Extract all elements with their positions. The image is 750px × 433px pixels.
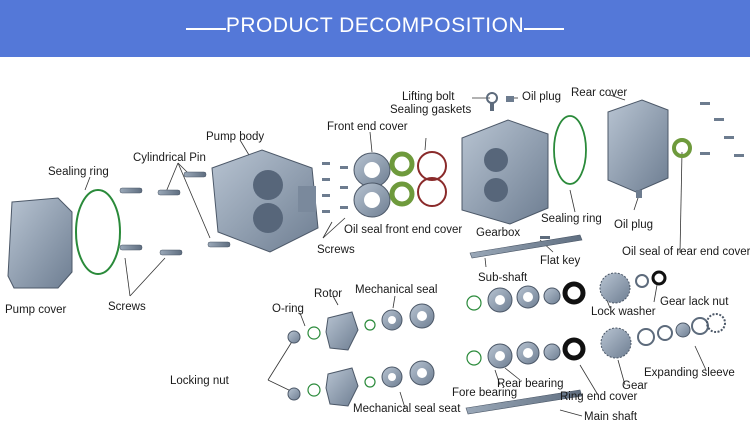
label-sub-shaft: Sub-shaft (478, 272, 528, 284)
label-o-ring: O-ring (272, 303, 304, 315)
label-gearbox: Gearbox (476, 227, 521, 239)
label-oil-seal-front-end-cover: Oil seal front end cover (344, 224, 463, 236)
lower-assembly (466, 313, 726, 369)
label-gear-lack-nut: Gear lack nut (660, 296, 729, 308)
label-gear: Gear (622, 380, 648, 392)
exploded-diagram (7, 92, 744, 417)
sealing-gaskets-part (417, 151, 447, 207)
label-oil-seal-rear-end-cover: Oil seal of rear end cover (622, 246, 750, 258)
label-cylindrical-pin: Cylindrical Pin (133, 152, 206, 164)
label-lock-washer: Lock washer (591, 306, 656, 318)
label-sealing-ring-left: Sealing ring (48, 166, 109, 178)
rear-cover-part (607, 99, 669, 193)
label-rear-bearing: Rear bearing (497, 378, 564, 390)
label-sealing-gaskets: Sealing gaskets (390, 104, 472, 116)
banner-rule-left (186, 28, 226, 30)
main-shaft-part (465, 389, 583, 415)
label-sealing-ring-right: Sealing ring (541, 213, 602, 225)
label-mechanical-seal-seat: Mechanical seal seat (353, 403, 461, 415)
upper-assembly (466, 270, 667, 313)
label-pump-cover: Pump cover (5, 304, 67, 316)
label-oil-plug-bottom: Oil plug (614, 219, 653, 231)
rotor-rows (287, 303, 435, 407)
banner-title: PRODUCT DECOMPOSITION (225, 14, 525, 37)
label-ring-end-cover: Ring end cover (560, 391, 638, 403)
label-oil-plug-top: Oil plug (522, 91, 561, 103)
label-front-end-cover: Front end cover (327, 121, 408, 133)
sealing-ring-right-part (553, 115, 587, 185)
label-main-shaft: Main shaft (584, 411, 638, 423)
label-lifting-bolt: Lifting bolt (402, 91, 455, 103)
pump-body-part (211, 149, 319, 253)
banner-rule-right (524, 28, 564, 30)
label-screws-mid: Screws (317, 244, 355, 256)
label-flat-key: Flat key (540, 255, 581, 267)
header-banner: PRODUCT DECOMPOSITION (0, 0, 750, 57)
label-pump-body: Pump body (206, 131, 265, 143)
gearbox-part (461, 119, 549, 225)
sealing-ring-left-part (75, 189, 121, 275)
label-rear-cover: Rear cover (571, 87, 628, 99)
label-expanding-sleeve: Expanding sleeve (644, 367, 735, 379)
pump-cover-part (7, 197, 73, 289)
label-mechanical-seal: Mechanical seal (355, 284, 438, 296)
label-rotor: Rotor (314, 288, 343, 300)
label-fore-bearing: Fore bearing (452, 387, 518, 399)
label-screws-left: Screws (108, 301, 146, 313)
label-locking-nut: Locking nut (170, 375, 229, 387)
sub-shaft-part (469, 234, 583, 259)
